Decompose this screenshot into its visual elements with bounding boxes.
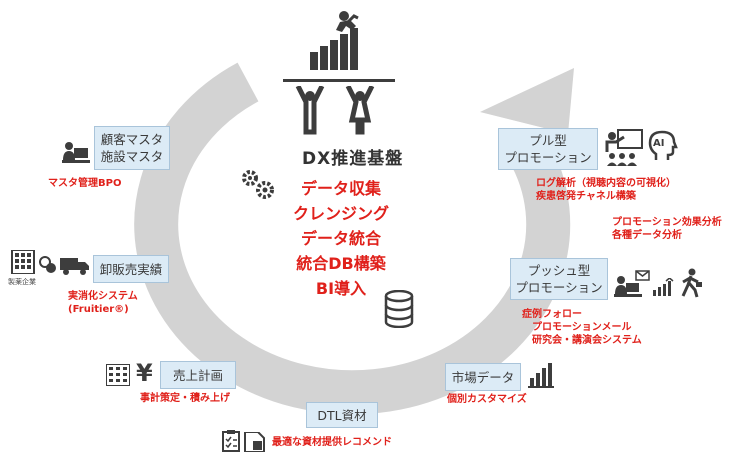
center-item: クレンジング	[292, 204, 389, 223]
fruitier-note: 実消化システム (Fruitier®)	[68, 290, 138, 316]
dtl-box: DTL資材	[306, 402, 378, 428]
checklist-icon	[222, 430, 240, 452]
laptop-mail-icon	[614, 270, 650, 297]
pharma-label: 製薬企業	[8, 278, 36, 286]
platform-line	[283, 79, 395, 82]
cycle-arrow-head	[480, 68, 574, 134]
gears-icon	[242, 170, 274, 199]
market-data-label: 市場データ	[451, 369, 515, 385]
walking-businessman-icon	[681, 268, 702, 298]
truck-icon	[60, 258, 89, 275]
building-icon	[11, 250, 35, 274]
pull-promotion-box: プル型 プロモーション	[498, 128, 598, 170]
fruitier-note-line: (Fruitier®)	[68, 304, 129, 315]
analysis-note-line: 各種データ分析	[612, 230, 682, 241]
center-item: 統合DB構築	[296, 254, 386, 273]
sales-plan-box: 売上計画	[160, 361, 236, 389]
push-type-label: プッシュ型	[527, 263, 591, 278]
analysis-notes: プロモーション効果分析 各種データ分析	[612, 216, 722, 242]
plan-note: 事計策定・積み上げ	[140, 393, 230, 404]
pull-type-label: プル型	[529, 133, 567, 148]
push-promotion-box: プッシュ型 プロモーション	[510, 258, 608, 300]
pull-notes: ログ解析（視聴内容の可視化） 疾患啓発チャネル構築	[536, 177, 676, 203]
fruitier-note-line: 実消化システム	[68, 291, 138, 302]
push-note-line: プロモーションメール	[532, 322, 632, 333]
bar-chart-icon	[528, 363, 554, 388]
master-bpo-note: マスタ管理BPO	[48, 178, 122, 189]
push-note-line: 症例フォロー	[522, 309, 582, 320]
laptop-person-icon	[62, 142, 90, 163]
center-title: DX推進基盤	[302, 149, 404, 169]
push-note-line: 研究会・講演会システム	[532, 335, 642, 346]
yen-icon: ¥	[136, 359, 153, 387]
center-items: データ収集 クレンジング データ統合 統合DB構築 BI導入	[266, 176, 416, 301]
ai-label: AI	[653, 138, 665, 149]
supporting-people-icon	[295, 86, 375, 135]
facility-master-label: 施設マスタ	[100, 149, 164, 164]
market-data-box: 市場データ	[445, 363, 521, 391]
growth-chart-icon	[653, 278, 674, 296]
pull-promotion-label: プロモーション	[504, 150, 592, 165]
analysis-note-line: プロモーション効果分析	[612, 217, 722, 228]
customer-master-label: 顧客マスタ	[100, 132, 164, 147]
center-item: BI導入	[315, 279, 367, 298]
presenter-icon	[605, 129, 643, 166]
market-note: 個別カスタマイズ	[447, 394, 527, 405]
pills-icon	[39, 256, 56, 273]
document-icon	[244, 432, 265, 452]
climbing-person-icon	[310, 11, 359, 70]
push-promotion-label: プロモーション	[515, 280, 603, 295]
center-item: データ収集	[300, 179, 381, 198]
ai-head-icon	[648, 130, 678, 160]
pull-note-line: 疾患啓発チャネル構築	[536, 191, 636, 202]
sales-plan-label: 売上計画	[172, 367, 223, 383]
customer-master-box: 顧客マスタ 施設マスタ	[94, 126, 170, 170]
calculator-icon	[106, 364, 130, 386]
wholesale-box: 卸販売実績	[93, 255, 169, 283]
dtl-note: 最適な資材提供レコメンド	[272, 437, 392, 448]
push-notes: 症例フォロー プロモーションメール 研究会・講演会システム	[522, 308, 642, 347]
wholesale-label: 卸販売実績	[99, 261, 163, 277]
database-icon	[384, 290, 414, 328]
dtl-label: DTL資材	[317, 407, 367, 423]
pull-note-line: ログ解析（視聴内容の可視化）	[536, 178, 676, 189]
center-item: データ統合	[300, 229, 381, 248]
